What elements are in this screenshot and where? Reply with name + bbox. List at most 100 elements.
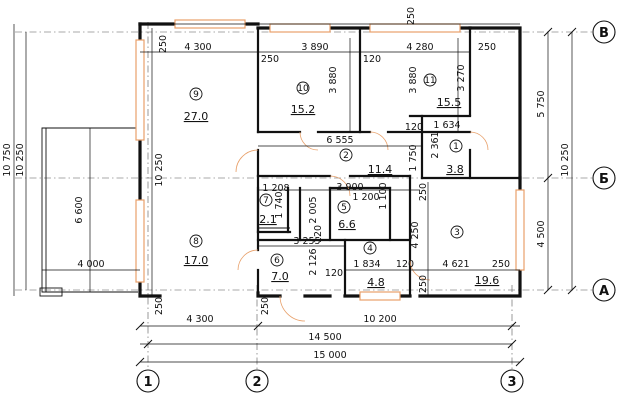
svg-text:6 555: 6 555 bbox=[326, 135, 353, 146]
porch bbox=[39, 127, 142, 297]
svg-text:4 500: 4 500 bbox=[536, 220, 547, 247]
svg-text:8: 8 bbox=[193, 237, 199, 247]
svg-text:1 100: 1 100 bbox=[378, 182, 389, 209]
svg-text:120: 120 bbox=[396, 259, 414, 270]
svg-text:15 000: 15 000 bbox=[313, 350, 346, 361]
svg-text:2: 2 bbox=[252, 375, 261, 390]
right-outer-dims: 5 750 4 500 10 250 bbox=[536, 27, 577, 295]
svg-text:А: А bbox=[599, 284, 609, 299]
svg-text:7: 7 bbox=[263, 196, 269, 206]
axis-bubble-v: В bbox=[592, 20, 616, 44]
svg-text:14 500: 14 500 bbox=[308, 332, 341, 343]
svg-text:1 834: 1 834 bbox=[353, 259, 380, 270]
svg-text:10 250: 10 250 bbox=[560, 143, 571, 176]
svg-text:120: 120 bbox=[325, 268, 343, 279]
svg-text:3 890: 3 890 bbox=[301, 42, 328, 53]
room-2: 2 11.4 bbox=[339, 148, 393, 176]
axis-bubble-a: А bbox=[592, 278, 616, 302]
svg-text:5 750: 5 750 bbox=[536, 90, 547, 117]
svg-text:10 250: 10 250 bbox=[154, 153, 165, 186]
svg-text:3: 3 bbox=[507, 375, 516, 390]
room-6: 6 7.0 bbox=[270, 253, 289, 283]
svg-text:1: 1 bbox=[143, 375, 152, 390]
svg-text:19.6: 19.6 bbox=[475, 274, 500, 287]
svg-text:250: 250 bbox=[158, 35, 169, 53]
svg-text:120: 120 bbox=[363, 54, 381, 65]
room-11: 11 15.5 bbox=[423, 73, 462, 109]
svg-text:17.0: 17.0 bbox=[184, 254, 209, 267]
svg-text:6.6: 6.6 bbox=[338, 218, 356, 231]
svg-text:2 005: 2 005 bbox=[308, 196, 319, 223]
doors bbox=[235, 131, 489, 322]
axis-bubble-2: 2 bbox=[245, 369, 269, 393]
svg-text:3 900: 3 900 bbox=[336, 182, 363, 193]
svg-text:250: 250 bbox=[406, 7, 417, 25]
svg-text:15.2: 15.2 bbox=[291, 103, 316, 116]
svg-text:2.1: 2.1 bbox=[259, 213, 277, 226]
svg-text:4 621: 4 621 bbox=[442, 259, 469, 270]
svg-text:3 880: 3 880 bbox=[328, 66, 339, 93]
svg-text:4 000: 4 000 bbox=[77, 259, 104, 270]
axis-bubble-b: Б bbox=[592, 166, 616, 190]
svg-text:120: 120 bbox=[405, 122, 423, 133]
svg-text:4 250: 4 250 bbox=[410, 221, 421, 248]
svg-text:10 250: 10 250 bbox=[15, 143, 26, 176]
top-outer-dim: 250 bbox=[140, 7, 520, 25]
svg-text:15.5: 15.5 bbox=[437, 96, 462, 109]
svg-text:6 600: 6 600 bbox=[74, 196, 85, 223]
svg-text:Б: Б bbox=[599, 172, 609, 187]
svg-text:6: 6 bbox=[274, 256, 280, 266]
svg-text:2: 2 bbox=[343, 151, 349, 161]
svg-text:3 880: 3 880 bbox=[408, 66, 419, 93]
svg-text:9: 9 bbox=[193, 90, 199, 100]
svg-text:10 750: 10 750 bbox=[2, 143, 13, 176]
svg-text:250: 250 bbox=[154, 297, 165, 315]
svg-text:250: 250 bbox=[418, 183, 429, 201]
svg-text:120: 120 bbox=[313, 225, 324, 243]
svg-text:11.4: 11.4 bbox=[368, 163, 393, 176]
room-9: 9 27.0 bbox=[184, 87, 209, 123]
room-4: 4 4.8 bbox=[363, 241, 385, 289]
room-10: 10 15.2 bbox=[291, 81, 316, 116]
svg-text:250: 250 bbox=[418, 275, 429, 293]
svg-text:1 208: 1 208 bbox=[262, 183, 289, 194]
svg-text:27.0: 27.0 bbox=[184, 110, 209, 123]
svg-text:1: 1 bbox=[453, 142, 459, 152]
svg-text:250: 250 bbox=[478, 42, 496, 53]
svg-text:В: В bbox=[599, 26, 609, 41]
svg-text:4 300: 4 300 bbox=[186, 314, 213, 325]
svg-text:10: 10 bbox=[297, 84, 309, 94]
svg-text:1 750: 1 750 bbox=[408, 144, 419, 171]
svg-text:4 280: 4 280 bbox=[406, 42, 433, 53]
left-outer-dims: 10 750 10 250 bbox=[2, 24, 27, 296]
svg-text:5: 5 bbox=[341, 203, 347, 213]
svg-text:4.8: 4.8 bbox=[367, 276, 385, 289]
room-8: 8 17.0 bbox=[184, 234, 209, 267]
bottom-outer-dims: 4 300 10 200 14 500 15 000 250 250 bbox=[135, 297, 525, 367]
svg-text:3.8: 3.8 bbox=[446, 163, 464, 176]
svg-text:1 740: 1 740 bbox=[274, 191, 285, 218]
svg-text:3 270: 3 270 bbox=[456, 64, 467, 91]
room-3: 3 19.6 bbox=[450, 225, 500, 287]
svg-text:3 255: 3 255 bbox=[293, 236, 320, 247]
svg-text:11: 11 bbox=[424, 76, 435, 86]
svg-text:1 200: 1 200 bbox=[352, 192, 379, 203]
axis-bubble-1: 1 bbox=[136, 369, 160, 393]
axis-lines bbox=[15, 22, 592, 370]
interior-walls bbox=[256, 26, 522, 298]
interior-dim-lines bbox=[140, 28, 520, 296]
axis-bubble-3: 3 bbox=[500, 369, 524, 393]
svg-text:2 361: 2 361 bbox=[430, 131, 441, 158]
svg-text:10 200: 10 200 bbox=[363, 314, 396, 325]
svg-text:4 300: 4 300 bbox=[184, 42, 211, 53]
svg-text:250: 250 bbox=[261, 54, 279, 65]
svg-text:4: 4 bbox=[367, 244, 373, 254]
svg-text:250: 250 bbox=[492, 259, 510, 270]
svg-text:250: 250 bbox=[260, 297, 271, 315]
svg-text:3: 3 bbox=[454, 228, 460, 238]
room-5: 5 6.6 bbox=[337, 200, 356, 231]
porch-dims: 6 600 4 000 bbox=[42, 128, 140, 292]
svg-text:1 634: 1 634 bbox=[433, 120, 460, 131]
svg-text:2 126: 2 126 bbox=[308, 248, 319, 275]
